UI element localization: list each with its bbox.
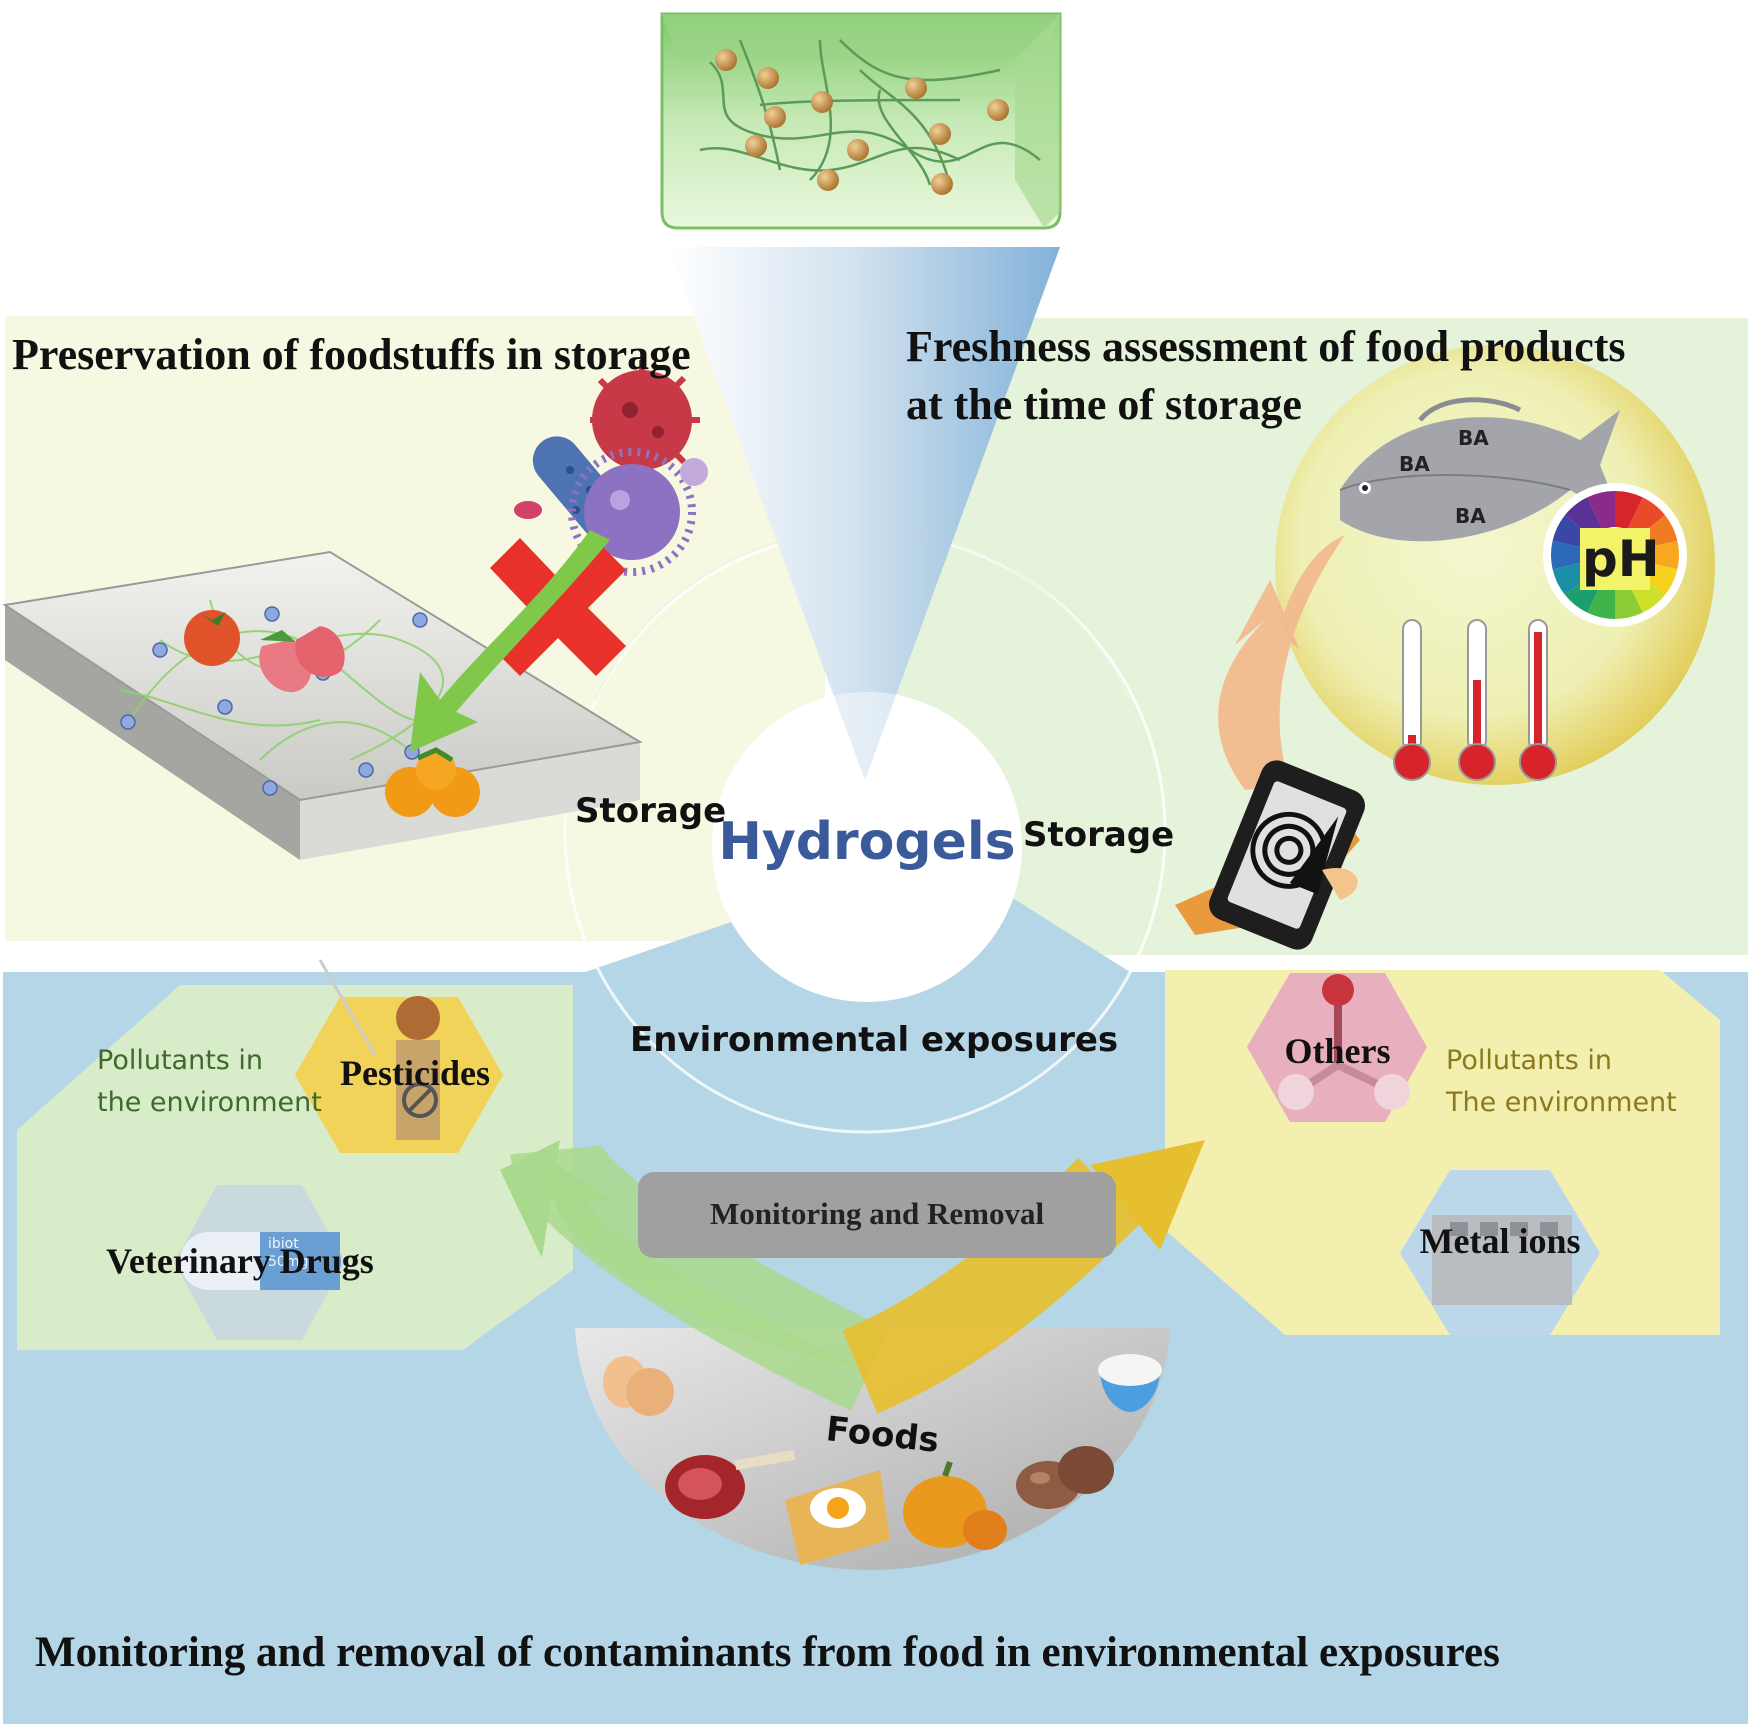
metal-ions-label: Metal ions <box>1419 1221 1581 1261</box>
others-label: Others <box>1284 1031 1391 1071</box>
monitoring-bar-label: Monitoring and Removal <box>709 1196 1045 1231</box>
ba-label: BA <box>1458 426 1489 450</box>
center-label: Hydrogels <box>718 812 1016 872</box>
mushroom-icon <box>1016 1446 1114 1509</box>
right-pollutants-line1: Pollutants in <box>1446 1045 1613 1076</box>
center-circle <box>712 692 1022 1002</box>
ph-wheel-segment <box>1615 491 1643 530</box>
metal-ions-hexagon <box>1400 1170 1600 1335</box>
rice-bowl-icon <box>1098 1354 1162 1412</box>
ba-label: BA <box>1455 504 1486 528</box>
thermometers <box>1393 619 1557 781</box>
storage-label-left: Storage <box>575 791 727 831</box>
ph-wheel-segment <box>1587 491 1615 530</box>
fish-icon <box>1339 397 1622 542</box>
pesticides-hexagon <box>295 959 503 1153</box>
monitoring-bar <box>638 1172 1116 1258</box>
block-x-icon <box>490 538 626 676</box>
curved-arrow-icon <box>1218 535 1345 790</box>
ph-wheel-segment <box>1551 540 1588 570</box>
left-pollutants-line2: the environment <box>97 1087 322 1118</box>
veterinary-drugs-hexagon <box>174 1185 345 1340</box>
storage-tray <box>2 550 643 860</box>
yellow-arrow-head <box>1090 1140 1205 1250</box>
ph-wheel-segment <box>1627 497 1666 538</box>
green-arrow-head <box>500 1140 560 1258</box>
pesticides-label: Pesticides <box>340 1053 490 1093</box>
freshness-title-line2: at the time of storage <box>906 380 1302 429</box>
eggs-icon <box>603 1356 674 1416</box>
meat-icon <box>665 1449 796 1519</box>
environmental-exposures-label: Environmental exposures <box>630 1020 1119 1060</box>
others-hexagon <box>1247 973 1427 1122</box>
pill-text: ibiot <box>268 1236 299 1252</box>
pathogens-icon <box>514 360 708 576</box>
green-arrow-icon <box>410 530 610 752</box>
ph-label: pH <box>1582 530 1660 588</box>
toast-egg-icon <box>785 1470 890 1565</box>
hydrogel-cube <box>660 12 1062 230</box>
veterinary-drugs-label: Veterinary Drugs <box>106 1241 374 1281</box>
right-pollutants-line2: The environment <box>1446 1087 1677 1118</box>
preservation-title: Preservation of foodstuffs in storage <box>12 330 691 379</box>
ph-wheel <box>1543 483 1687 627</box>
pill-text: 50mg <box>268 1254 309 1270</box>
ba-label: BA <box>1399 452 1430 476</box>
ph-wheel-segment <box>1564 497 1603 538</box>
left-pollutants-line1: Pollutants in <box>97 1045 264 1076</box>
pumpkin-icon <box>903 1460 1007 1550</box>
freshness-title-line1: Freshness assessment of food products <box>906 322 1626 371</box>
ph-wheel-segment <box>1642 540 1679 570</box>
storage-label-right: Storage <box>1023 815 1175 855</box>
smartphone-icon <box>1175 760 1366 950</box>
monitoring-bottom-title: Monitoring and removal of contaminants f… <box>35 1629 1500 1676</box>
